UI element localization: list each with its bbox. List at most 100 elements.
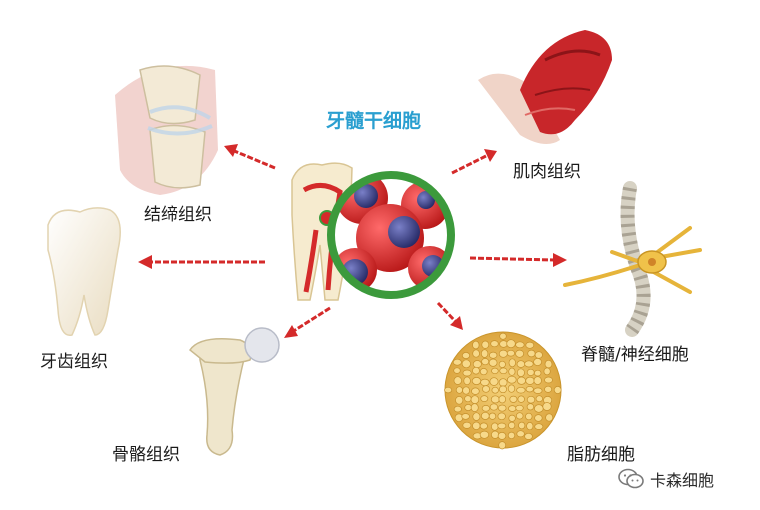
fat-cell — [489, 403, 499, 411]
label-muscle: 肌肉组织 — [513, 162, 581, 182]
stem-cell-magnified-view — [327, 171, 455, 299]
fat-cell — [497, 404, 507, 412]
fat-cell — [489, 351, 498, 359]
fat-cell — [499, 340, 508, 348]
fat-cell — [480, 349, 489, 358]
fat-cell — [534, 423, 544, 430]
fat-cell — [515, 412, 524, 420]
fat-cell — [499, 332, 507, 340]
fat-cell — [472, 360, 482, 369]
fat-cell — [516, 430, 525, 438]
fat-cell — [490, 395, 500, 404]
fat-cell — [455, 396, 464, 405]
fat-cell — [545, 413, 554, 422]
diagram-title: 牙髓干细胞 — [326, 110, 422, 132]
fat-cell — [472, 412, 481, 421]
fat-cell — [498, 360, 506, 368]
fat-cell — [535, 395, 543, 403]
fat-cell — [472, 366, 480, 375]
fat-cell — [553, 386, 562, 394]
fat-cell — [480, 395, 489, 402]
fat-cell — [506, 349, 515, 357]
label-nerve: 脊髓/神经细胞 — [581, 345, 689, 365]
fat-cell — [499, 367, 508, 375]
fat-cell — [480, 411, 490, 420]
fat-cell — [452, 358, 462, 366]
fat-cell — [461, 352, 471, 359]
fat-cell — [534, 414, 543, 422]
fat-cell — [491, 430, 500, 439]
fat-cell — [533, 358, 542, 366]
watermark-text: 卡森细胞 — [650, 471, 715, 490]
fat-cells-illustration — [444, 331, 562, 450]
fat-cell — [482, 385, 490, 393]
fat-cell — [491, 386, 499, 394]
fat-cell — [507, 375, 517, 384]
fat-cell — [491, 422, 499, 431]
fat-cell — [472, 349, 480, 358]
fat-cell — [498, 385, 508, 394]
label-tooth: 牙齿组织 — [40, 352, 108, 372]
fat-cell — [526, 395, 536, 404]
fat-cell — [444, 386, 453, 394]
fat-cell — [506, 339, 516, 349]
fat-cell — [534, 369, 542, 377]
fat-cell — [479, 430, 490, 439]
fat-cell — [534, 404, 544, 413]
fat-cell — [533, 376, 542, 385]
fat-cell — [491, 367, 499, 375]
bone-illustration — [188, 327, 280, 456]
fat-cell — [508, 414, 516, 422]
fat-cell — [526, 403, 535, 411]
fat-cell — [518, 421, 526, 430]
arrow-to-muscle — [451, 149, 497, 175]
fat-cell — [462, 369, 472, 377]
fat-cell — [471, 377, 482, 385]
fat-cell — [481, 405, 491, 412]
fat-cell — [544, 376, 553, 384]
fat-cell — [480, 378, 490, 387]
fat-cell — [481, 340, 490, 349]
fat-cell — [544, 385, 553, 393]
fat-cell — [462, 386, 470, 395]
fat-cell — [525, 386, 534, 393]
fat-cell — [515, 404, 524, 412]
knee-joint-illustration — [115, 65, 218, 195]
fat-cell — [498, 378, 508, 387]
fat-cell — [525, 412, 533, 421]
fat-cell — [463, 376, 471, 386]
fat-cell — [497, 432, 507, 440]
fat-cell — [479, 422, 488, 430]
fat-cell — [472, 421, 481, 430]
fat-cell — [461, 359, 471, 369]
fat-cell — [507, 431, 516, 440]
fat-cell — [497, 422, 507, 430]
fat-cell — [509, 395, 518, 403]
label-bone: 骨骼组织 — [112, 445, 180, 465]
fat-cell — [470, 395, 480, 405]
arrow-to-fat — [436, 301, 463, 330]
fat-cell — [488, 358, 498, 367]
arm-muscle-illustration — [478, 30, 612, 144]
fat-cell — [525, 341, 535, 349]
fat-cell — [527, 349, 536, 358]
label-fat: 脂肪细胞 — [567, 445, 635, 465]
fat-cell — [497, 412, 506, 421]
fat-cell — [498, 349, 508, 358]
fat-cell — [542, 402, 552, 411]
arrow-to-nerve — [469, 253, 567, 267]
fat-cell — [479, 368, 488, 376]
fat-cell — [490, 340, 499, 348]
fat-cell — [508, 367, 516, 376]
fat-cell — [488, 412, 497, 420]
fat-cell — [516, 360, 526, 368]
fat-cell — [498, 395, 507, 404]
fat-cell — [455, 386, 463, 394]
fat-cell — [507, 384, 516, 393]
fat-cell — [534, 351, 543, 359]
fat-cell — [481, 358, 490, 366]
fat-cell — [508, 358, 516, 368]
fat-cell — [470, 403, 479, 412]
fat-cell — [517, 395, 525, 403]
